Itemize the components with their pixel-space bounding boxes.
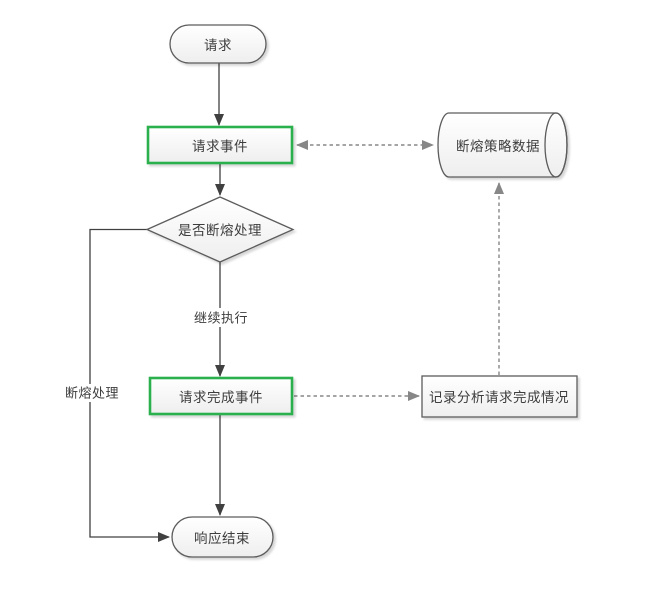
edge-label-text: 断熔处理 — [65, 387, 119, 402]
node-strategy-db-label: 断熔策略数据 — [456, 138, 540, 155]
node-request-event: 请求事件 — [146, 125, 294, 165]
edge-label-breaker-handling: 断熔处理 — [60, 384, 125, 402]
node-decision-diamond: 是否断熔处理 — [145, 196, 295, 263]
node-request-complete-event: 请求完成事件 — [148, 376, 294, 416]
node-start-label: 请求 — [204, 38, 232, 54]
node-end-terminator: 响应结束 — [171, 516, 274, 558]
node-end-label: 响应结束 — [194, 530, 250, 547]
edge-label-continue-execution: 继续执行 — [190, 308, 252, 327]
edge-label-bg — [190, 308, 252, 327]
diamond-shape — [145, 196, 295, 263]
node-decision-label: 是否断熔处理 — [178, 223, 262, 239]
process-shape — [421, 375, 578, 418]
node-start-terminator: 请求 — [169, 24, 267, 64]
node-request-event-label: 请求事件 — [192, 139, 248, 155]
edge-decision-to-end-elbow — [89, 228, 170, 542]
process-highlight-shape — [148, 376, 294, 416]
node-request-complete-label: 请求完成事件 — [179, 390, 263, 406]
edge-label-text: 继续执行 — [194, 312, 248, 327]
node-record-analysis: 记录分析请求完成情况 — [421, 375, 578, 418]
node-strategy-db-cylinder: 断熔策略数据 — [437, 112, 568, 178]
terminator-shape — [171, 516, 274, 558]
process-highlight-shape — [146, 125, 294, 165]
edge-label-bg — [60, 384, 125, 402]
terminator-shape — [169, 24, 267, 64]
node-record-analysis-label: 记录分析请求完成情况 — [429, 390, 569, 406]
cylinder-cap — [544, 112, 568, 178]
